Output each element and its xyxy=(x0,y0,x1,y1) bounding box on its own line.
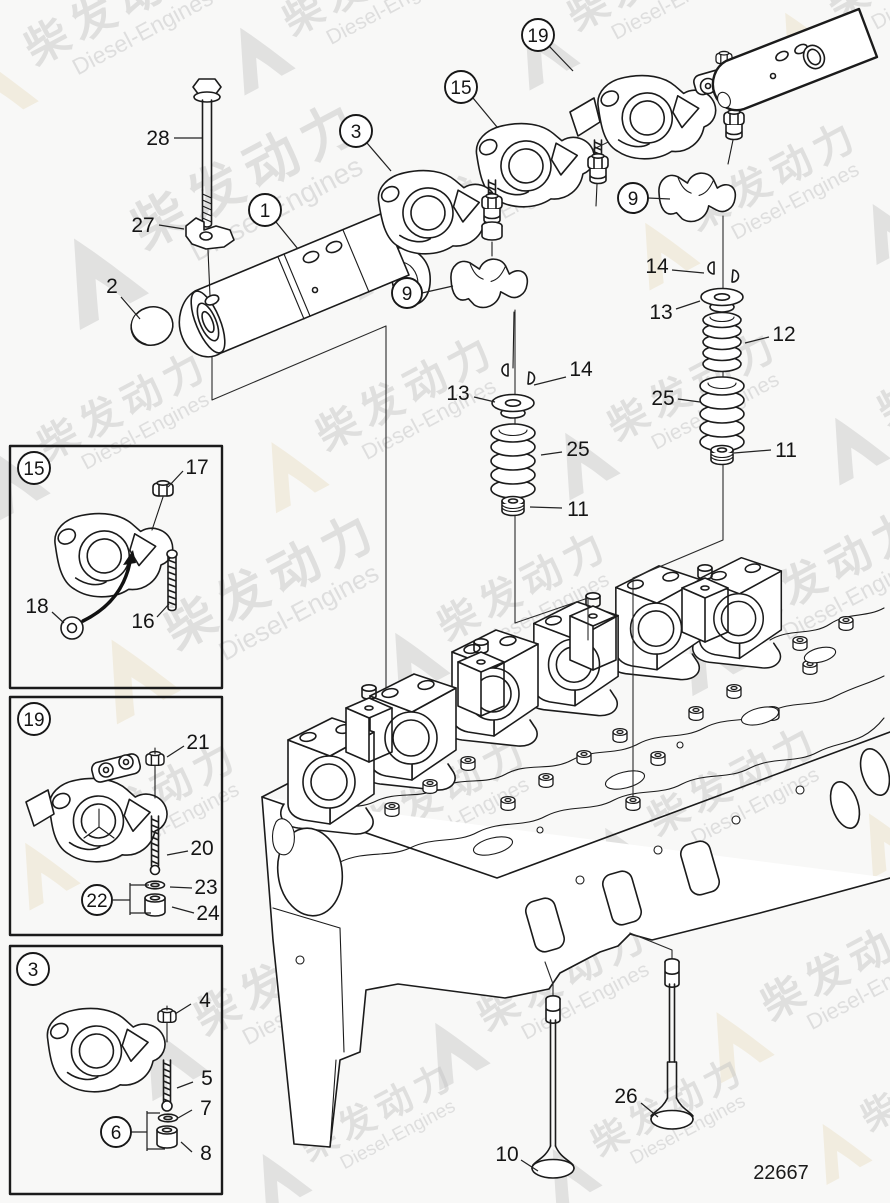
part-valve-spring-12 xyxy=(702,311,742,373)
callout-25-right: 25 xyxy=(651,387,701,410)
svg-text:10: 10 xyxy=(495,1143,518,1166)
part-valve-10 xyxy=(531,994,575,1179)
callout-13-right: 13 xyxy=(649,300,701,324)
svg-text:23: 23 xyxy=(194,876,217,899)
callout-7: 7 xyxy=(177,1097,212,1120)
callout-18: 18 xyxy=(25,595,65,624)
callout-23: 23 xyxy=(169,876,218,899)
callout-13-left: 13 xyxy=(446,382,496,405)
svg-text:13: 13 xyxy=(446,382,469,405)
svg-text:7: 7 xyxy=(200,1097,212,1120)
callout-24: 24 xyxy=(171,902,220,925)
svg-text:16: 16 xyxy=(131,610,154,633)
svg-text:19: 19 xyxy=(527,26,548,47)
svg-text:8: 8 xyxy=(200,1142,212,1165)
svg-text:17: 17 xyxy=(185,456,208,479)
svg-text:13: 13 xyxy=(649,301,672,324)
svg-text:9: 9 xyxy=(402,284,413,305)
svg-text:21: 21 xyxy=(186,731,209,754)
callout-inset15-box: 15 xyxy=(17,451,51,485)
inset-box-19 xyxy=(8,695,224,937)
callout-19: 19 xyxy=(521,18,574,72)
callout-inset19-box: 19 xyxy=(17,702,51,736)
part-valve-spring-25-right xyxy=(699,376,745,452)
svg-text:28: 28 xyxy=(146,127,169,150)
svg-text:22: 22 xyxy=(86,891,107,912)
callout-14-left: 14 xyxy=(533,358,593,386)
svg-text:19: 19 xyxy=(23,710,44,731)
part-valve-seal-11-right xyxy=(710,444,734,466)
svg-text:12: 12 xyxy=(772,323,795,346)
callout-25-left: 25 xyxy=(540,438,590,461)
callout-1: 1 xyxy=(248,193,299,250)
svg-text:18: 18 xyxy=(25,595,48,618)
part-bearing-bracket-9-left xyxy=(450,258,529,369)
callout-12: 12 xyxy=(744,323,796,346)
part-bolt-28 xyxy=(192,78,222,228)
callout-11-right: 11 xyxy=(733,439,797,462)
part-valve-keys-14-left xyxy=(501,363,536,385)
svg-text:5: 5 xyxy=(201,1067,213,1090)
part-spring-washer-13-right xyxy=(700,287,744,313)
callout-21: 21 xyxy=(166,731,210,758)
callout-inset3-box: 3 xyxy=(16,952,50,986)
callout-6: 6 xyxy=(100,1111,165,1151)
part-adjuster-3 xyxy=(481,179,503,257)
callout-2: 2 xyxy=(106,275,141,320)
callout-4: 4 xyxy=(174,989,211,1015)
svg-text:14: 14 xyxy=(645,255,669,278)
callout-28: 28 xyxy=(146,127,202,150)
svg-text:26: 26 xyxy=(614,1085,637,1108)
part-plug-2 xyxy=(130,306,174,346)
svg-text:3: 3 xyxy=(351,122,362,143)
svg-text:6: 6 xyxy=(111,1123,122,1144)
callout-16: 16 xyxy=(131,603,170,633)
svg-text:25: 25 xyxy=(651,387,674,410)
part-valve-keys-14-right xyxy=(707,261,740,283)
callout-9-right: 9 xyxy=(617,182,671,214)
callout-5: 5 xyxy=(176,1067,213,1090)
stem-seal-on-deck xyxy=(625,795,641,812)
part-bearing-bracket-9-right xyxy=(658,172,737,223)
svg-text:11: 11 xyxy=(567,498,589,521)
callout-26: 26 xyxy=(614,1085,659,1118)
part-spring-washer-13-left xyxy=(491,393,535,419)
svg-text:2: 2 xyxy=(106,275,118,298)
projection-plane-left xyxy=(211,325,387,689)
part-cylinder-head xyxy=(261,556,890,1148)
drawing-number: 22667 xyxy=(753,1162,809,1184)
svg-text:11: 11 xyxy=(775,439,797,462)
callout-11-left: 11 xyxy=(529,498,589,521)
part-rocker-shaft-1 xyxy=(178,212,410,358)
callout-22: 22 xyxy=(81,883,151,916)
callout-14-right: 14 xyxy=(645,255,705,278)
part-rocker-shaft-segment xyxy=(711,7,879,112)
svg-text:9: 9 xyxy=(628,189,639,210)
svg-text:25: 25 xyxy=(566,438,589,461)
callout-3: 3 xyxy=(339,114,392,172)
callout-10: 10 xyxy=(495,1143,539,1172)
svg-text:27: 27 xyxy=(131,214,154,237)
part-valve-seal-11-left xyxy=(501,495,525,517)
part-adjuster-15 xyxy=(587,139,609,207)
callout-20: 20 xyxy=(166,837,214,860)
callout-8: 8 xyxy=(180,1141,212,1165)
svg-text:4: 4 xyxy=(199,989,211,1012)
part-valve-spring-25-left xyxy=(490,423,536,499)
callout-17: 17 xyxy=(167,456,209,488)
svg-text:15: 15 xyxy=(23,459,44,480)
svg-text:14: 14 xyxy=(569,358,593,381)
svg-text:24: 24 xyxy=(196,902,220,925)
callout-27: 27 xyxy=(131,214,185,237)
callout-15: 15 xyxy=(444,70,498,128)
part-clamp-27 xyxy=(185,217,235,297)
svg-text:15: 15 xyxy=(450,78,471,99)
svg-text:20: 20 xyxy=(190,837,213,860)
part-valve-26 xyxy=(650,957,694,1130)
svg-text:3: 3 xyxy=(28,960,39,981)
svg-text:1: 1 xyxy=(260,201,271,222)
